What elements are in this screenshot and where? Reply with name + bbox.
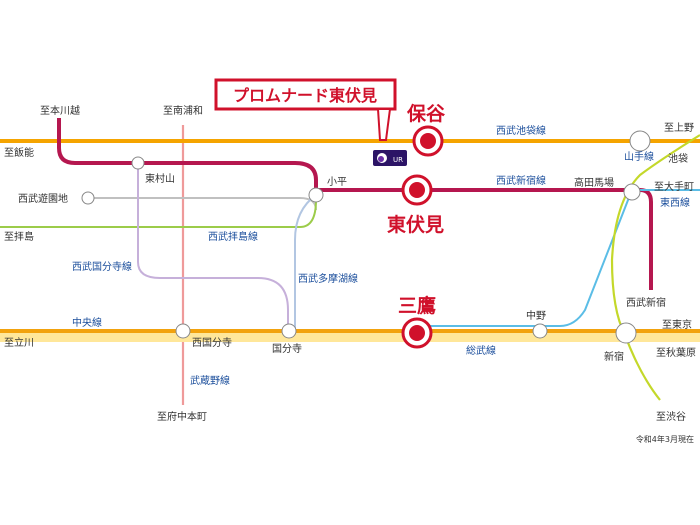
callout-pointer: [376, 108, 392, 141]
station-seibuyuenchi-node: [81, 191, 95, 205]
svg-text:UR: UR: [393, 156, 403, 164]
label-dir-hon-kawagoe: 至本川越: [40, 104, 80, 117]
station-higashifushimi-marker: [401, 174, 433, 206]
label-line-seibu-tamako: 西武多摩湖線: [298, 272, 358, 285]
station-nishikokubunji-node: [175, 323, 191, 339]
seibu-haijima-line: [0, 199, 317, 228]
station-higashimurayama-node: [131, 156, 145, 170]
label-dir-tachikawa: 至立川: [4, 336, 34, 349]
seibu-shinjuku-line: [57, 118, 653, 290]
station-mitaka-marker: [401, 317, 433, 349]
label-ikebukuro: 池袋: [668, 152, 688, 165]
label-nakano: 中野: [526, 309, 546, 322]
label-dir-minami-urawa: 至南浦和: [163, 104, 203, 117]
label-line-seibu-haijima: 西武拝島線: [208, 230, 258, 243]
label-dir-hanno: 至飯能: [4, 146, 34, 159]
station-nakano-node: [532, 323, 548, 339]
label-line-chuo: 中央線: [72, 316, 102, 329]
yamanote-line: [610, 134, 700, 401]
station-shinjuku-node: [615, 322, 637, 344]
label-dir-fuchu-hommachi: 至府中本町: [157, 410, 207, 423]
label-line-yamanote: 山手線: [624, 150, 654, 163]
ur-logo: UR: [373, 150, 407, 166]
label-shinjuku: 新宿: [604, 350, 624, 363]
label-line-seibu-ikebukuro: 西武池袋線: [496, 124, 546, 137]
label-dir-akihabara: 至秋葉原: [656, 346, 696, 359]
seibu-tamako-line: [294, 194, 317, 331]
label-dir-otemachi: 至大手町: [654, 180, 694, 193]
station-kodaira-node: [308, 187, 324, 203]
seibuyuenchi-gray-line: [88, 197, 317, 211]
date-note: 令和4年3月現在: [636, 434, 694, 444]
label-mitaka: 三鷹: [398, 294, 436, 317]
tozai-line-to-nakano: [430, 194, 631, 327]
label-takadanobaba: 高田馬場: [574, 176, 614, 189]
label-line-tozai: 東西線: [660, 196, 690, 209]
label-hoya: 保谷: [406, 102, 446, 125]
label-dir-tokyo: 至東京: [662, 318, 692, 331]
label-seibuyuenchi: 西武遊園地: [18, 192, 68, 205]
label-kokubunji: 国分寺: [272, 343, 302, 355]
label-higashimurayama: 東村山: [145, 172, 175, 185]
station-takadanobaba-node: [623, 183, 641, 201]
callout-property-name: プロムナード東伏見: [233, 86, 377, 105]
label-dir-ueno: 至上野: [664, 122, 694, 134]
label-line-musashino: 武蔵野線: [190, 374, 230, 387]
label-higashifushimi: 東伏見: [387, 213, 444, 236]
seibu-kokubunji-line: [137, 165, 289, 331]
label-kodaira: 小平: [327, 176, 347, 188]
callout-box: [214, 78, 397, 111]
label-line-seibu-kokubunji: 西武国分寺線: [72, 260, 132, 273]
label-line-seibu-shinjuku: 西武新宿線: [496, 174, 546, 187]
station-kokubunji-node: [281, 323, 297, 339]
label-line-sobu: 総武線: [466, 344, 496, 357]
label-dir-shibuya: 至渋谷: [656, 410, 686, 423]
station-hoya-marker: [412, 125, 444, 157]
label-seibushinjuku: 西武新宿: [626, 296, 666, 309]
station-ikebukuro-node: [629, 130, 651, 152]
label-dir-haijima: 至拝島: [4, 230, 34, 243]
label-nishikokubunji: 西国分寺: [192, 337, 232, 349]
